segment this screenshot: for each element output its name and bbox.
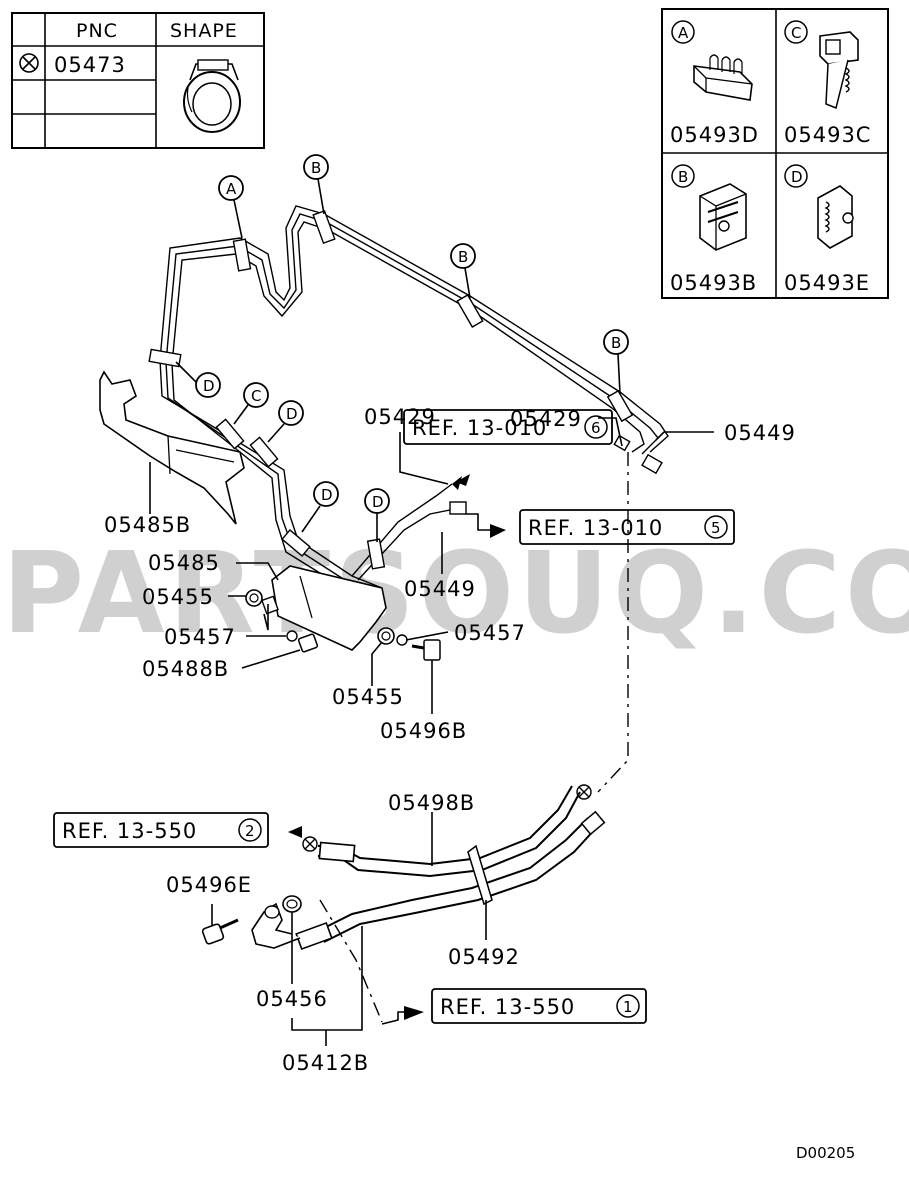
- label-05485b: 05485B: [104, 513, 191, 537]
- hose-clamp-shape-icon: [183, 59, 241, 133]
- clip-a-icon: [693, 54, 753, 101]
- watermark: PARTSOUQ.COM: [2, 529, 909, 659]
- ref-box-13-010-6[interactable]: REF. 13-010 6: [403, 409, 613, 445]
- ref-arrows: [288, 474, 506, 1025]
- label-05457-left: 05457: [164, 625, 236, 649]
- clip-cell-a: A 05493D: [670, 20, 759, 147]
- clip-grid: A 05493D C 05493C B: [661, 8, 889, 299]
- label-05492: 05492: [448, 945, 520, 969]
- svg-text:D: D: [286, 405, 298, 423]
- legend-header-pnc: PNC: [76, 20, 118, 42]
- svg-text:B: B: [611, 334, 621, 352]
- clip-cell-c: C 05493C: [784, 20, 871, 147]
- small-parts: [245, 589, 441, 661]
- legend-table: PNC SHAPE 05473: [11, 12, 265, 149]
- svg-text:1: 1: [623, 998, 633, 1016]
- clip-c-icon: [819, 31, 859, 110]
- clip-c-pnc: 05493C: [784, 123, 871, 147]
- label-05457-right: 05457: [454, 621, 526, 645]
- label-05455-right: 05455: [332, 685, 404, 709]
- legend-header-shape: SHAPE: [170, 20, 238, 42]
- legend-row1-pnc: 05473: [54, 53, 126, 77]
- part-labels: 05429 05429 05449 05485B 05485 05449 054…: [104, 405, 796, 1075]
- svg-text:B: B: [678, 168, 688, 186]
- label-05485: 05485: [148, 551, 220, 575]
- label-05429-left: 05429: [364, 405, 436, 429]
- ref-box-13-550-2[interactable]: REF. 13-550 2: [53, 812, 269, 848]
- label-05498b: 05498B: [388, 791, 475, 815]
- clip-d-pnc: 05493E: [784, 271, 870, 295]
- svg-text:REF. 13-010: REF. 13-010: [528, 516, 663, 540]
- brake-line-assembly: [99, 205, 669, 651]
- clip-d-icon: [817, 185, 854, 249]
- label-05496e: 05496E: [166, 873, 252, 897]
- label-05449-right: 05449: [724, 421, 796, 445]
- diagram-code: D00205: [796, 1144, 855, 1162]
- label-05429-right: 05429: [510, 407, 582, 431]
- svg-text:REF. 13-550: REF. 13-550: [62, 819, 197, 843]
- clip-b-icon: [699, 183, 747, 251]
- svg-text:D: D: [203, 377, 215, 395]
- ref-box-13-550-1[interactable]: REF. 13-550 1: [431, 988, 647, 1024]
- clip-cell-d: D 05493E: [784, 164, 870, 295]
- svg-text:REF. 13-550: REF. 13-550: [440, 995, 575, 1019]
- svg-text:C: C: [251, 387, 261, 405]
- svg-text:A: A: [678, 24, 689, 42]
- svg-text:REF. 13-010: REF. 13-010: [412, 416, 547, 440]
- label-05488b: 05488B: [142, 657, 229, 681]
- hose-assembly: [201, 452, 629, 1023]
- leader-lines: [149, 417, 714, 1046]
- svg-text:D: D: [321, 486, 333, 504]
- label-05412b: 05412B: [282, 1051, 369, 1075]
- svg-text:D: D: [372, 493, 384, 511]
- label-05449-lower: 05449: [404, 577, 476, 601]
- cross-circle-icon: [19, 53, 39, 73]
- svg-text:D: D: [791, 168, 803, 186]
- svg-text:5: 5: [711, 519, 721, 537]
- clip-a-pnc: 05493D: [670, 123, 759, 147]
- svg-text:2: 2: [245, 822, 255, 840]
- ref-box-13-010-5[interactable]: REF. 13-010 5: [519, 509, 735, 545]
- label-05456: 05456: [256, 987, 328, 1011]
- svg-text:B: B: [458, 248, 468, 266]
- svg-text:C: C: [791, 24, 801, 42]
- label-05455-left: 05455: [142, 585, 214, 609]
- svg-text:A: A: [226, 180, 237, 198]
- label-05496b: 05496B: [380, 719, 467, 743]
- clip-callouts: A B B B D C D D D: [175, 154, 629, 542]
- svg-text:B: B: [311, 159, 321, 177]
- svg-text:6: 6: [591, 419, 601, 437]
- clip-cell-b: B 05493B: [670, 164, 757, 295]
- clip-b-pnc: 05493B: [670, 271, 757, 295]
